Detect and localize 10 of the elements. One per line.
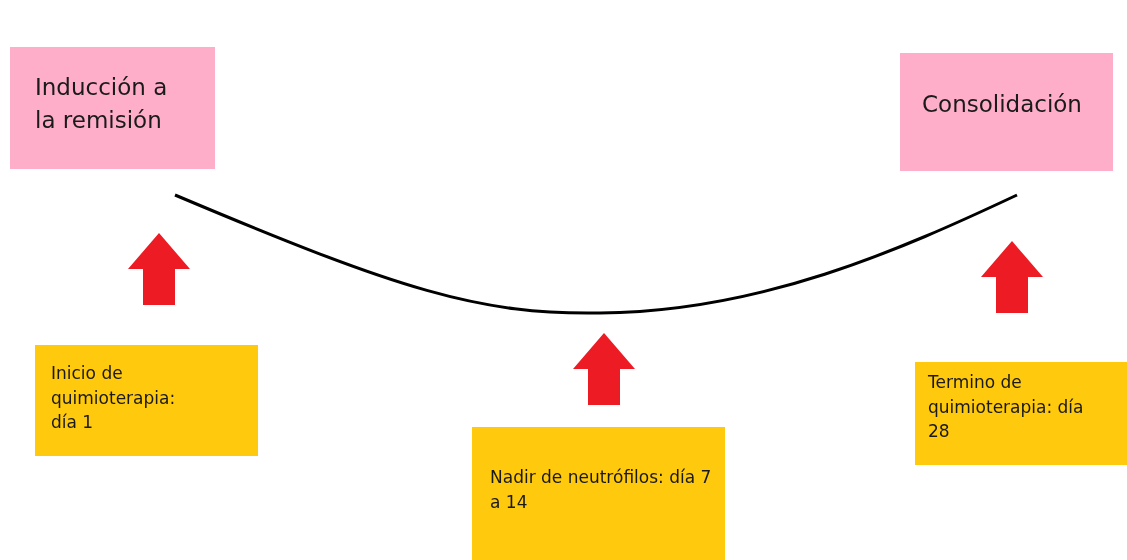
box-text: Nadir de neutrófilos: día 7 a 14 [490,466,713,514]
milestone-box [915,362,1127,465]
box-text: Termino de quimioterapia: día 28 [928,371,1085,444]
box-text: Inicio de quimioterapia: día 1 [51,362,177,435]
box-text: Consolidación [922,90,1083,119]
milestone-box [35,345,258,456]
phase-box [10,47,215,169]
box-text: Inducción a la remisión [35,73,169,136]
milestone-box [472,427,725,560]
phase-box [900,53,1113,171]
